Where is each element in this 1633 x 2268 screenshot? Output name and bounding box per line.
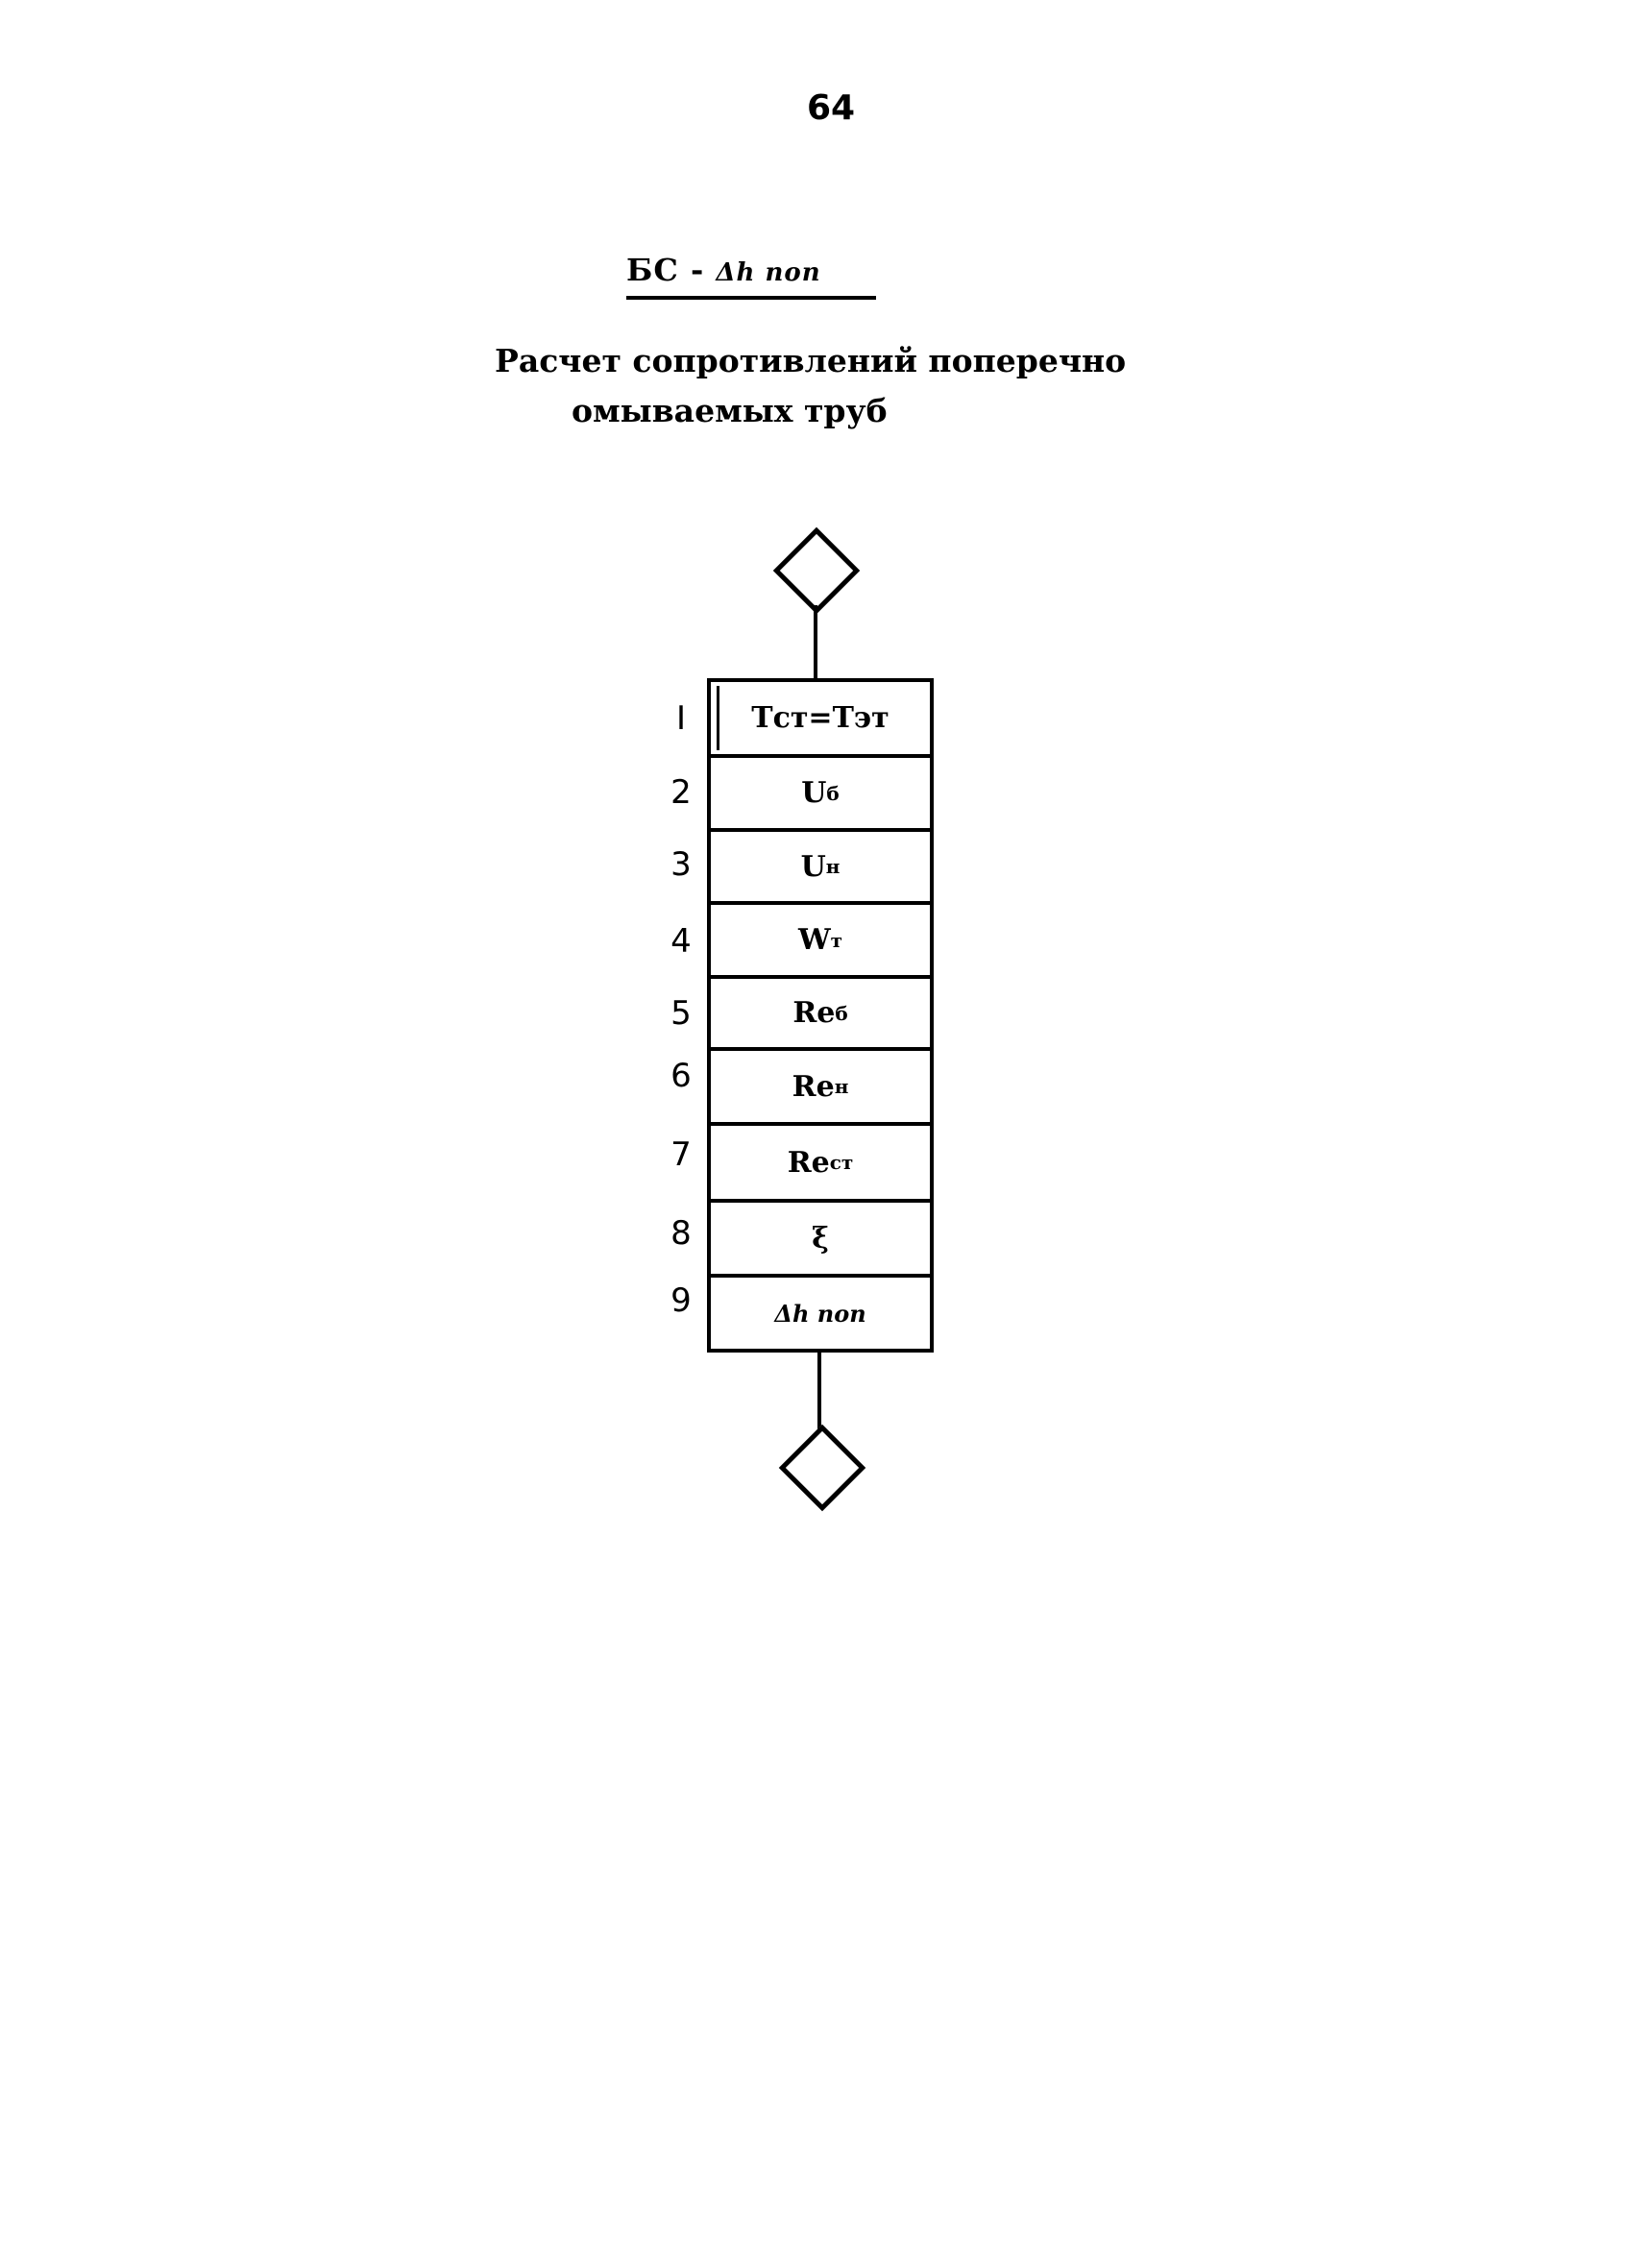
block-code-symbol: Δh поп (716, 258, 821, 287)
entry-diamond-icon (772, 526, 861, 615)
step-number: 5 (670, 994, 692, 1033)
title-line-2: омываемых труб (572, 392, 888, 429)
step-number: 6 (670, 1057, 692, 1095)
step-1: I Тст=Тэт (676, 682, 930, 758)
step-label: Тст=Тэт (751, 701, 890, 735)
step-subscript: ст (829, 1151, 854, 1174)
block-code-prefix: БС - (626, 252, 705, 288)
step-subscript: б (826, 781, 840, 805)
step-number: 4 (670, 922, 692, 961)
block-code: БС - Δh поп (626, 252, 821, 288)
step-number: 7 (670, 1135, 692, 1174)
step-number: I (675, 699, 687, 738)
page-title: Расчет сопротивлений поперечно омываемых… (495, 336, 1126, 436)
exit-diamond-icon (778, 1424, 866, 1512)
step-label: Re (792, 1069, 835, 1104)
step-label: U (801, 776, 827, 810)
exit-connector-line (817, 1351, 821, 1437)
page-number: 64 (807, 88, 856, 128)
step-label: Δh поп (774, 1299, 866, 1328)
entry-connector-line (814, 605, 817, 680)
step-label: Re (787, 1145, 830, 1180)
step-number: 8 (670, 1214, 692, 1253)
step-subscript: н (825, 855, 841, 878)
step-number: 9 (670, 1281, 692, 1320)
block-code-underline (626, 296, 876, 300)
step-subscript: т (830, 928, 843, 952)
step-label: ξ (812, 1221, 829, 1256)
step-subscript: н (834, 1075, 849, 1098)
title-line-1: Расчет сопротивлений поперечно (495, 342, 1127, 379)
step-number: 3 (670, 845, 692, 884)
step-subscript: б (835, 1001, 848, 1025)
step-label: U (800, 849, 826, 884)
step-8: 8 ξ (670, 1203, 930, 1278)
step-label: W (797, 923, 831, 957)
step-9: 9 Δh поп (670, 1278, 930, 1353)
step-number: 2 (670, 773, 692, 812)
step-label: Re (792, 996, 836, 1030)
